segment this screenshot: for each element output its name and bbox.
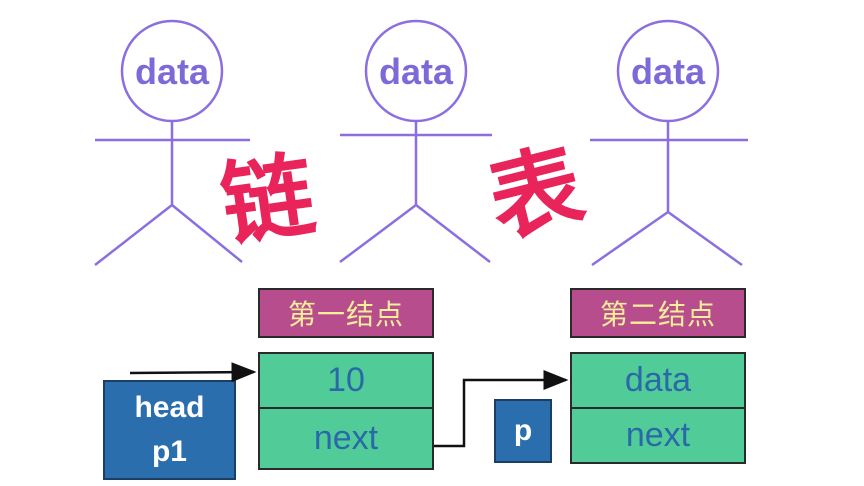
p-pointer-label: p <box>513 414 533 447</box>
stick-figure-3 <box>590 19 748 267</box>
node-2-data-cell: data <box>570 352 746 409</box>
figure-1-label: data <box>135 51 210 92</box>
p-pointer-box: p <box>494 399 552 463</box>
node-1-label: 第一结点 <box>258 288 434 338</box>
stick-figure-1 <box>94 19 250 266</box>
head-to-node-1-arrow <box>129 362 257 383</box>
stick-figures: data data data <box>94 19 748 267</box>
node-2-next-cell: next <box>570 407 746 464</box>
node-1-next-cell: next <box>258 407 434 470</box>
p1-pointer-label: p1 <box>151 435 187 468</box>
head-pointer-label: head <box>134 391 205 424</box>
node-1-data-cell: 10 <box>258 352 434 409</box>
head-pointer-box: head p1 <box>103 380 236 480</box>
node-2-label: 第二结点 <box>570 288 746 338</box>
figure-3-label: data <box>631 51 706 92</box>
stick-figure-2 <box>339 19 492 263</box>
figure-2-label: data <box>379 51 454 92</box>
title-char-lian: 链 <box>214 141 321 260</box>
